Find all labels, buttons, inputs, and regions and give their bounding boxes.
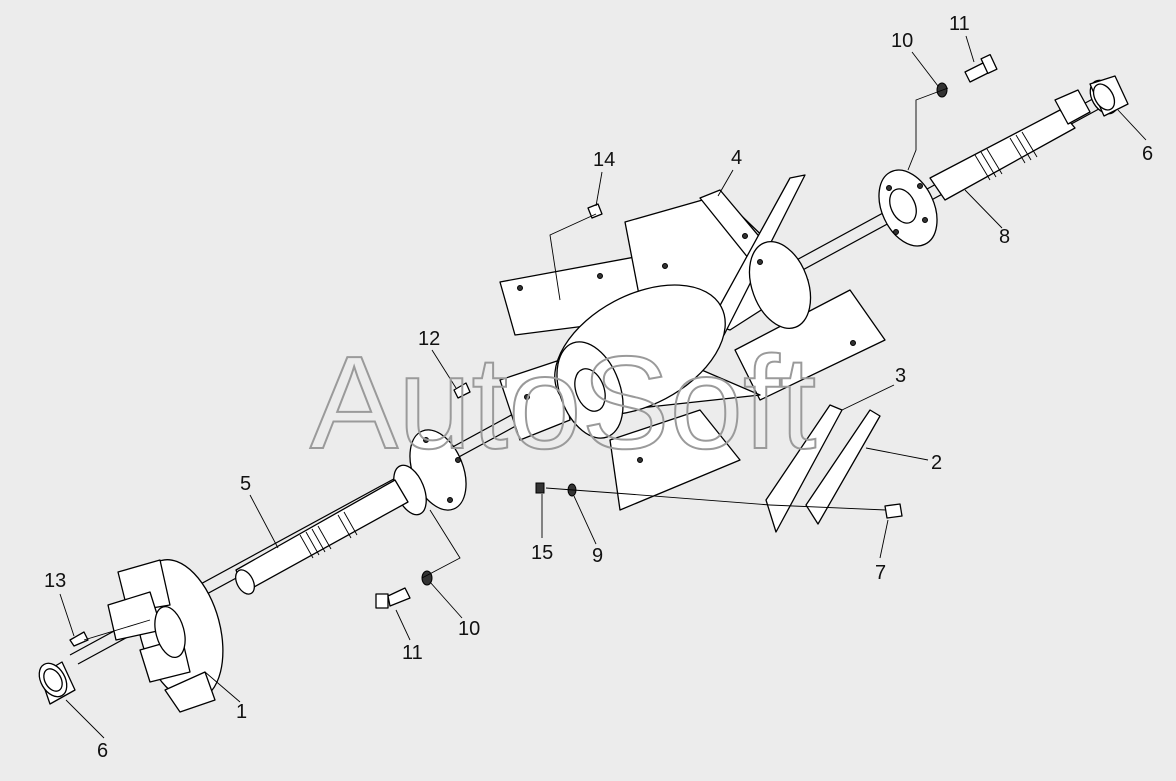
callout-15: 15 (531, 542, 553, 564)
left-shaft-splines (299, 511, 358, 559)
nut-15 (535, 482, 545, 494)
callout-labels: 11 10 6 4 14 8 12 3 2 5 15 9 7 13 10 11 … (44, 13, 1153, 762)
callout-11-upper: 11 (949, 13, 970, 35)
rotor-assembly (499, 174, 886, 511)
watermark: AutoSoft (310, 329, 816, 476)
callout-6-left: 6 (97, 740, 108, 762)
callout-6-right: 6 (1142, 143, 1153, 165)
callout-8: 8 (999, 226, 1010, 248)
fan-impeller (107, 559, 224, 713)
nut-14 (587, 203, 603, 219)
right-shaft (929, 89, 1091, 201)
left-shaft (235, 479, 409, 595)
callout-14: 14 (593, 149, 615, 171)
bolt-11-lower (375, 587, 411, 609)
callout-10-upper: 10 (891, 30, 913, 52)
callout-13: 13 (44, 570, 66, 592)
callout-7: 7 (875, 562, 886, 584)
callout-11-lower: 11 (402, 642, 423, 664)
right-flange (878, 169, 938, 247)
callout-2: 2 (931, 452, 942, 474)
callout-5: 5 (240, 473, 251, 495)
left-sleeve-ring (38, 661, 76, 705)
bolt-13 (69, 631, 89, 647)
bolt-11-upper (964, 53, 998, 83)
callout-1: 1 (236, 701, 247, 723)
callout-3: 3 (895, 365, 906, 387)
leader-lines (59, 35, 1147, 739)
right-shaft-splines (974, 131, 1038, 181)
bolt-12 (453, 382, 471, 399)
assembly-lines (83, 87, 949, 641)
bolt-7 (884, 503, 903, 519)
callout-10-lower: 10 (458, 618, 480, 640)
callout-4: 4 (731, 147, 742, 169)
callout-9: 9 (592, 545, 603, 567)
right-sleeve-ring (1089, 75, 1129, 117)
knife-plate-2 (805, 409, 881, 525)
callout-12: 12 (418, 328, 440, 350)
